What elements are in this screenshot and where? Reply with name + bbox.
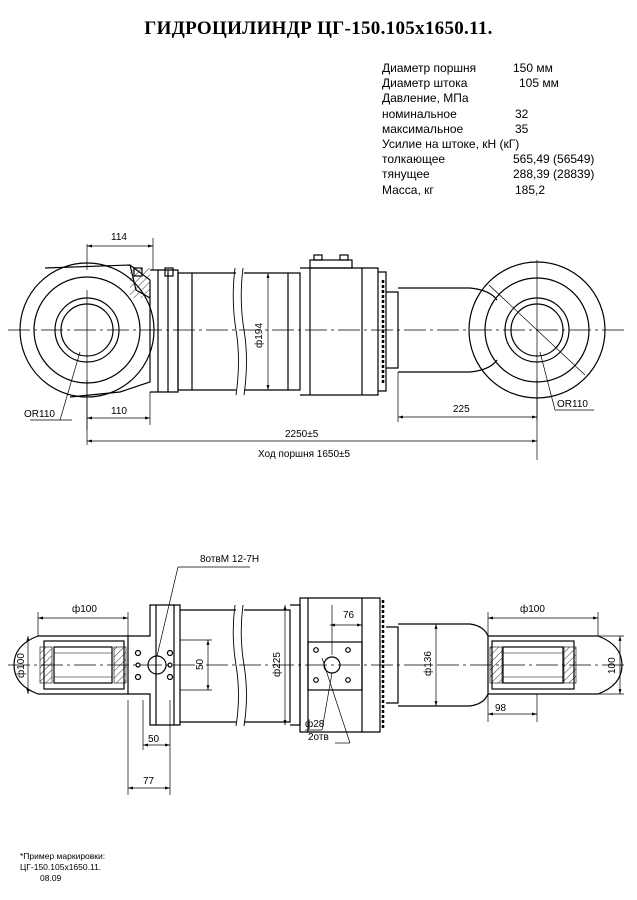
bottom-view bbox=[8, 566, 628, 795]
dim-194-label: ф194 bbox=[253, 323, 265, 348]
dim-110 bbox=[86, 380, 151, 445]
radius-leaders bbox=[30, 351, 594, 421]
dim-body-dia-label: ф225 bbox=[271, 652, 283, 677]
dim-port-76-label: 76 bbox=[343, 610, 355, 621]
piston-rod-bottom bbox=[386, 623, 489, 707]
dim-flange-50v-label: 50 bbox=[195, 658, 206, 670]
dim-flange-77-label: 77 bbox=[143, 776, 155, 787]
spec-label: Масса, кг bbox=[382, 182, 434, 197]
spec-value: 565,49 (56549) bbox=[513, 152, 595, 167]
marking-note: *Пример маркировки: ЦГ-150.105х1650.11. … bbox=[20, 851, 105, 884]
holes-note-label: 8отвМ 12-7Н bbox=[200, 554, 259, 565]
spec-label: толкающее bbox=[382, 152, 446, 167]
spec-value: 105 мм bbox=[519, 76, 559, 91]
dim-right-dia-label: ф100 bbox=[520, 603, 545, 615]
dim-114 bbox=[86, 238, 154, 270]
spec-value: 35 bbox=[515, 121, 529, 136]
dim-right-height-label: 100 bbox=[607, 657, 618, 674]
spec-label: Диаметр поршня bbox=[382, 61, 477, 75]
spec-label: Давление, МПа bbox=[382, 91, 469, 106]
dim-flange-50h-label: 50 bbox=[148, 734, 160, 745]
dim-right-98-label: 98 bbox=[495, 703, 507, 714]
dim-stroke-label: Ход поршня 1650±5 bbox=[258, 449, 351, 460]
spec-value: 288,39 (28839) bbox=[513, 167, 595, 182]
left-clevis bbox=[13, 635, 129, 695]
radius-right-label: ОR110 bbox=[557, 399, 588, 410]
spec-value: 185,2 bbox=[515, 182, 546, 197]
note-line: ЦГ-150.105х1650.11. bbox=[20, 862, 102, 872]
drawing-title: ГИДРОЦИЛИНДР ЦГ-150.105х1650.11. bbox=[144, 18, 493, 39]
spec-label: Диаметр штока bbox=[382, 76, 468, 91]
spec-label: номинальное bbox=[382, 106, 457, 121]
radius-left-label: ОR110 bbox=[24, 409, 55, 420]
spec-value: 32 bbox=[515, 106, 529, 121]
note-line: 08.09 bbox=[40, 873, 62, 883]
dim-left-dia-label: ф100 bbox=[72, 603, 97, 615]
cylinder-body-bottom bbox=[180, 597, 385, 733]
left-eye-lug bbox=[19, 262, 179, 430]
dim-port-28-label: ф28 bbox=[305, 718, 325, 730]
bottom-dimensions bbox=[26, 566, 624, 795]
dim-225-label: 225 bbox=[453, 404, 470, 415]
dim-110-label: 110 bbox=[111, 406, 127, 417]
spec-value: 150 мм bbox=[513, 61, 553, 75]
dim-114-label: 114 bbox=[111, 232, 127, 243]
dim-rod-136-label: ф136 bbox=[422, 651, 434, 676]
right-clevis bbox=[487, 635, 623, 695]
dim-port-holes-label: 2отв bbox=[308, 732, 329, 743]
dim-225 bbox=[397, 372, 538, 460]
spec-label: тянущее bbox=[382, 167, 430, 182]
rear-flange bbox=[128, 604, 181, 726]
note-line: *Пример маркировки: bbox=[20, 851, 106, 861]
cylinder-body bbox=[177, 254, 387, 396]
dim-left-height-label: ф100 bbox=[15, 653, 27, 678]
spec-label: максимальное bbox=[382, 121, 464, 136]
top-view bbox=[8, 238, 628, 460]
spec-label: Усилие на штоке, кН (кГ) bbox=[382, 136, 520, 151]
dim-2250-label: 2250±5 bbox=[285, 429, 319, 440]
